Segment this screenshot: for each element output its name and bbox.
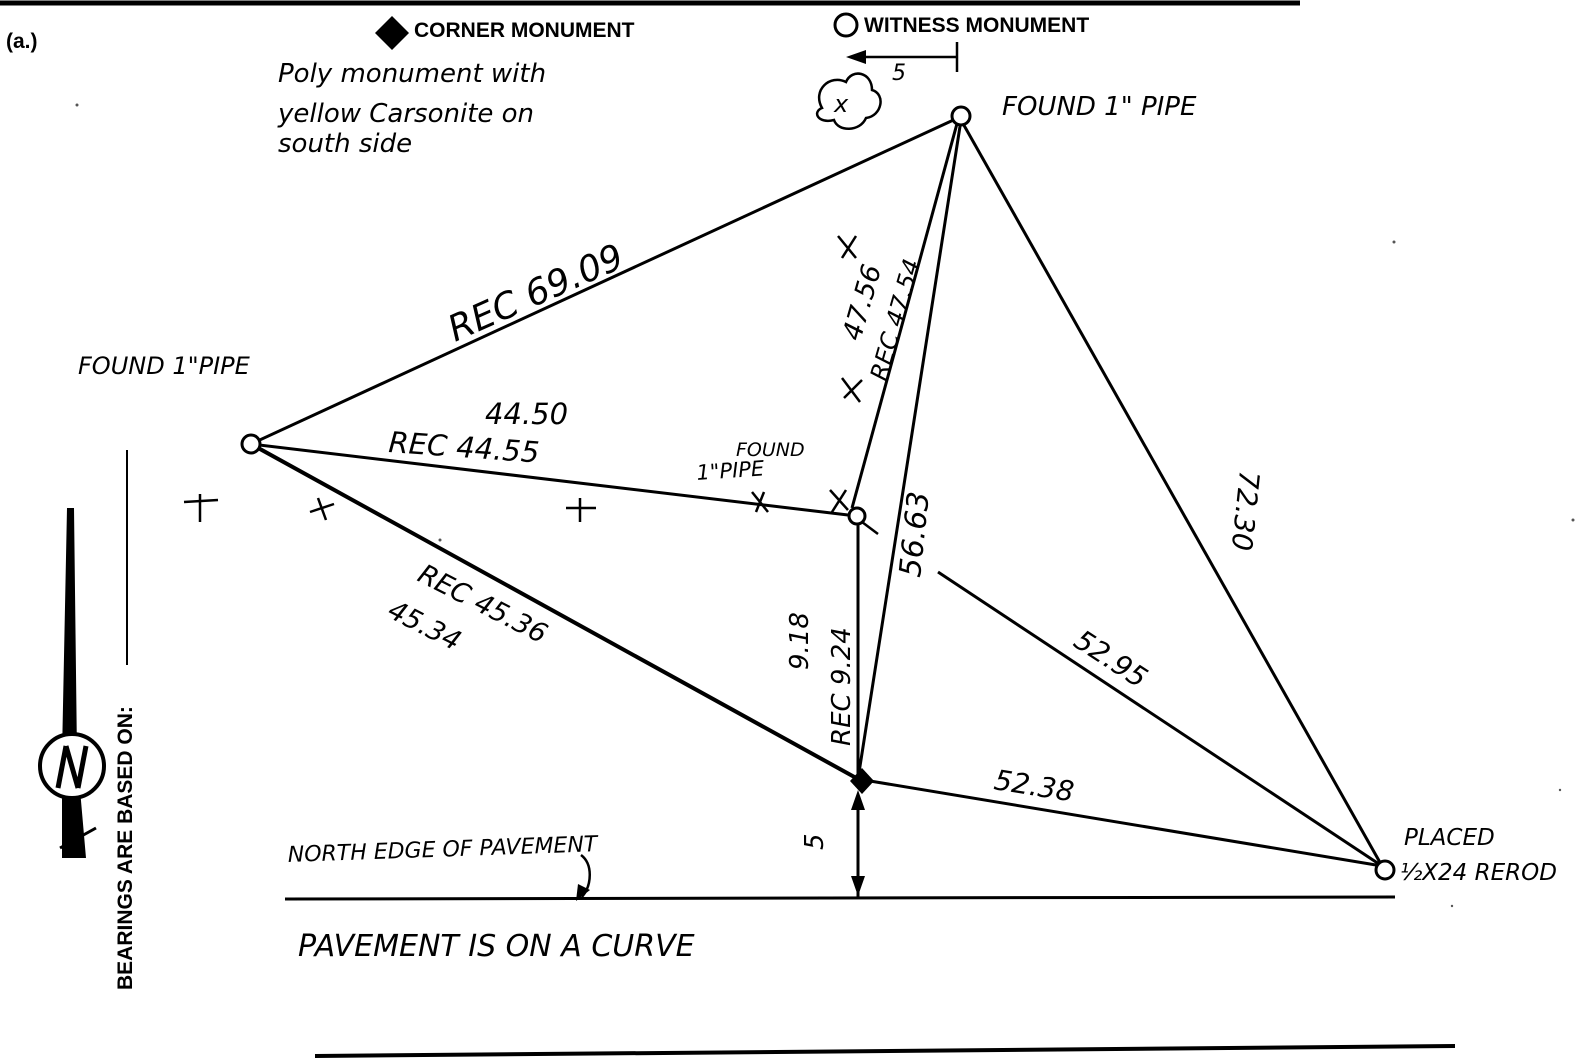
middle-point-label-line2: 1"PIPE [696,456,766,485]
dim-left-middle-meas: 44.50 [485,397,568,431]
top-point-label: FOUND 1" PIPE [1002,92,1197,122]
carsonite-marker-mark: x [833,90,849,118]
pavement-edge [284,895,1396,901]
dim-middle-right: 52.95 [1068,623,1153,694]
corner-monument-legend: CORNER MONUMENT [414,19,635,42]
dim-top-right: 72.30 [1225,469,1266,552]
north-arrow-icon [62,508,86,858]
dim-middle-corner-meas: 9.18 [785,612,815,670]
witness-monument-legend: WITNESS MONUMENT [864,14,1089,37]
line-left-middle [250,442,849,517]
corner-monument-legend-icon [375,16,409,50]
dim-middle-corner-rec: REC 9.24 [827,627,857,746]
monument-note-line1: Poly monument with [278,59,546,89]
top-pipe-marker [950,105,972,127]
middle-pipe-marker [847,506,867,526]
north-arrow-tick [59,826,97,850]
dim-corner-pavement: 5 [800,833,830,850]
carsonite-marker-icon [815,72,882,130]
north-edge-note: NORTH EDGE OF PAVEMENT [287,832,599,868]
bottom-rule [314,1044,1456,1058]
line-middle-top [850,119,960,509]
witness-offset-label: 5 [892,61,906,86]
corner-to-pavement-arrowhead-up [851,790,865,810]
dim-left-top-rec: REC 69.09 [442,237,630,351]
middle-point-label-line1: FOUND [736,439,805,461]
pavement-curve-note: PAVEMENT IS ON A CURVE [298,929,695,964]
left-point-label: FOUND 1"PIPE [78,352,251,380]
corner-to-pavement-arrowhead-down [851,876,865,896]
north-arrow-n-letter [55,745,89,789]
left-pipe-marker [240,433,262,455]
line-left-corner [250,442,859,781]
monument-note-line2: yellow Carsonite on [277,99,534,129]
monument-note-line3: south side [278,129,412,159]
placed-rerod-marker [1374,859,1396,881]
line-corner-top [856,119,963,780]
line-corner-right [857,777,1383,868]
north-edge-leader-arrowhead [576,884,590,901]
line-top-right [959,119,1384,867]
corner-monument-marker [850,768,874,794]
witness-offset-arrowhead [846,50,866,64]
right-point-label-line2: ½X24 REROD [1400,860,1557,886]
paper-specks [75,103,1575,908]
line-middle-right [937,570,1383,868]
witness-monument-legend-icon [833,12,859,38]
figure-label: (a.) [6,30,38,53]
right-point-label-line1: PLACED [1404,825,1495,851]
bearings-note: BEARINGS ARE BASED ON: [114,706,137,990]
line-left-top [250,115,961,446]
dim-corner-right: 52.38 [992,763,1076,808]
cross-marks [183,235,863,522]
